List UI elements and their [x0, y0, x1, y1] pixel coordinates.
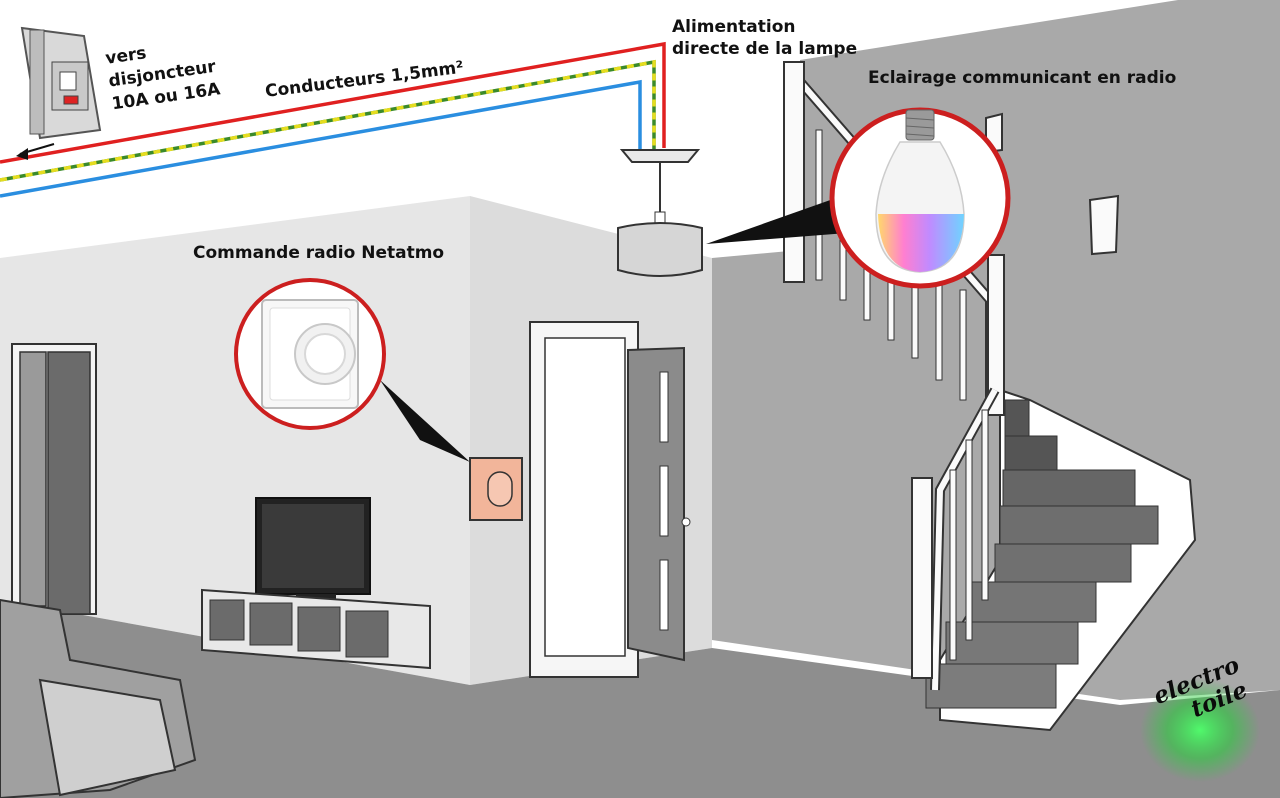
lamp-supply-line: directe de la lampe — [672, 39, 858, 59]
rgb-bulb-icon — [875, 109, 965, 273]
switch-callout-pointer — [380, 380, 470, 462]
lamp-supply-label: Alimentation directe de la lampe — [672, 16, 857, 60]
lamp-supply-line: Alimentation — [672, 17, 796, 37]
armchair-seat — [38, 678, 177, 797]
ceiling — [0, 0, 712, 258]
center-door-opening — [544, 337, 626, 657]
center-door-leaf — [627, 346, 685, 662]
door-panel — [659, 559, 669, 631]
ceiling-rose — [619, 149, 701, 163]
door-panel — [659, 465, 669, 537]
cabinet-door — [297, 606, 341, 652]
cabinet-door — [209, 599, 245, 641]
netatmo-control-label: Commande radio Netatmo — [193, 243, 445, 263]
left-door-leaf — [19, 351, 47, 607]
phase-wire — [0, 41, 666, 164]
bulb-callout-pointer — [706, 198, 860, 244]
cabinet-door — [345, 610, 389, 658]
cabinet-door — [249, 602, 293, 646]
logo-glow — [1140, 678, 1260, 782]
wall-switch-plate — [469, 457, 523, 521]
floor — [0, 600, 1280, 798]
earth-wire-stripe — [0, 59, 656, 182]
arrow-left-icon — [16, 143, 55, 160]
circuit-breaker-icon — [20, 26, 102, 140]
left-door-opening — [47, 351, 91, 615]
door-panel — [659, 371, 669, 443]
door-handle — [681, 517, 691, 527]
pendant-lampshade — [617, 222, 703, 277]
neutral-wire — [0, 79, 642, 198]
tv-screen — [262, 504, 364, 588]
wall-switch-icon — [261, 299, 359, 409]
radio-lighting-label: Eclairage communicant en radio — [868, 68, 1177, 88]
staircase — [783, 61, 1197, 732]
